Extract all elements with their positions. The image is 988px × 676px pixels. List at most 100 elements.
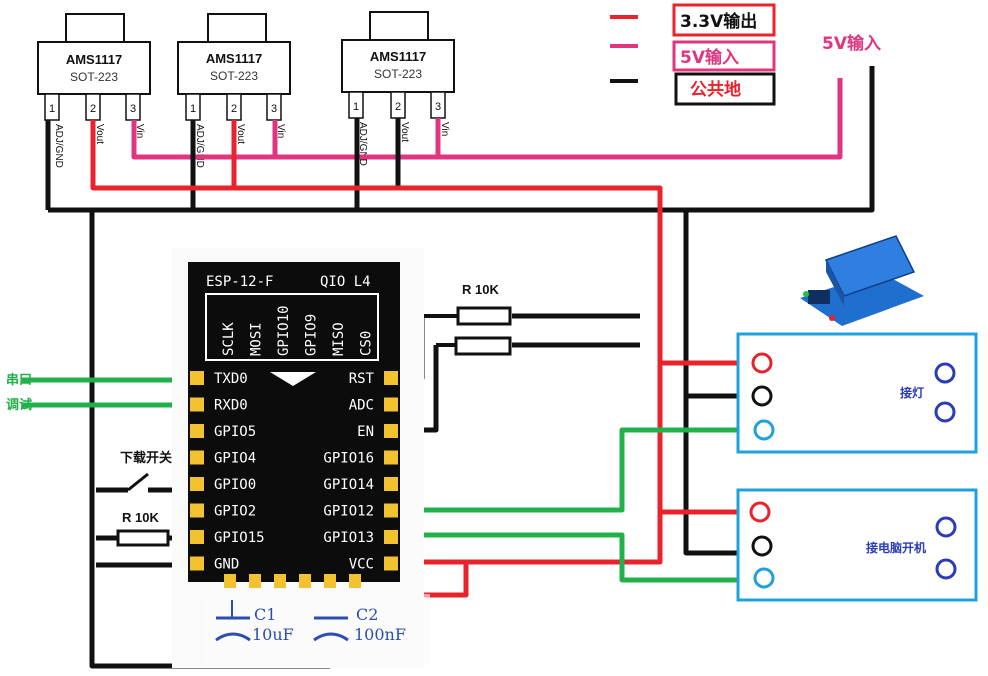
module-right-pin-label: RST: [349, 371, 375, 387]
module-right-pin-label: GPIO13: [323, 530, 374, 546]
serial-label-2: 调试: [6, 397, 32, 413]
regulator-1-package: SOT-223: [70, 70, 118, 84]
module-right-pin-label: ADC: [349, 398, 374, 414]
regulator-3: AMS1117 SOT-223 1 2 3: [341, 11, 455, 119]
legend: 3.3V输出 5V输入 公共地 5V输入: [610, 3, 881, 106]
input-5v-label: 5V输入: [822, 33, 881, 54]
module-left-pin-label: GPIO5: [214, 424, 256, 440]
module-right-pin-label: GPIO16: [323, 451, 374, 467]
legend-5v-input: 5V输入: [680, 47, 739, 68]
module-right-pin-label: VCC: [349, 557, 374, 573]
pin-num: 3: [271, 103, 277, 115]
module-top-pins: SCLK MOSI GPIO10 GPIO9 MISO CS0: [221, 305, 375, 356]
module-pad: [324, 574, 336, 588]
module-top-pin-label: GPIO9: [304, 314, 320, 356]
relay-box-2: 接电脑开机: [736, 488, 978, 602]
module-top-pin-label: CS0: [359, 331, 375, 356]
module-pad: [249, 574, 261, 588]
regulator-2: AMS1117 SOT-223 1 2 3: [177, 13, 291, 121]
module-pad: [190, 503, 204, 518]
module-left-pin-label: GPIO2: [214, 504, 256, 520]
module-top-pin-label: MOSI: [249, 322, 265, 356]
module-pad: [384, 424, 398, 438]
module-pad: [190, 477, 204, 491]
module-top-pin-label: SCLK: [221, 322, 237, 356]
resistor-left-label: R 10K: [122, 510, 159, 525]
regulator-2-package: SOT-223: [210, 69, 258, 83]
module-right-pin-label: EN: [357, 424, 374, 440]
pin-num: 3: [130, 103, 136, 115]
module-left-pin-label: GPIO4: [214, 451, 256, 467]
module-left-pin-label: TXD0: [214, 371, 248, 387]
download-switch-label: 下载开关: [120, 450, 172, 466]
download-switch-lever: [127, 472, 149, 492]
pin-label: ADJ/GND: [53, 124, 64, 168]
cap-2-name: C2: [356, 605, 378, 624]
module-top-pin-label: MISO: [331, 322, 347, 356]
module-pad: [384, 530, 398, 544]
pin-label: Vout: [399, 122, 410, 142]
pin-label: Vin: [439, 122, 450, 136]
wire-signals: [22, 377, 758, 583]
module-pad: [224, 574, 236, 588]
module-left-pin-label: RXD0: [214, 398, 248, 414]
pin-num: 1: [190, 103, 196, 115]
regulator-3-package: SOT-223: [374, 67, 422, 81]
module-pad: [190, 424, 204, 438]
regulator-2-name: AMS1117: [206, 51, 262, 66]
module-pad: [299, 574, 311, 588]
module-pad: [384, 371, 398, 385]
pin-label: Vin: [134, 124, 145, 138]
pin-num: 1: [353, 101, 359, 113]
module-pad: [190, 556, 204, 571]
wire-5v-input: [131, 78, 843, 160]
resistor-left: R 10K: [116, 510, 170, 547]
resistor-top-label: R 10K: [462, 282, 499, 297]
module-right-pin-label: GPIO14: [323, 477, 374, 493]
relay-1-label: 接灯: [900, 385, 924, 400]
module-pad: [384, 477, 398, 491]
module-pad: [349, 574, 361, 588]
module-pad: [190, 397, 204, 412]
module-pad: [384, 503, 398, 518]
regulator-1-name: AMS1117: [66, 52, 122, 67]
pin-num: 2: [231, 103, 237, 115]
pin-label: Vout: [94, 124, 105, 144]
serial-label-1: 串口: [6, 372, 32, 388]
relay-box-1: 接灯: [736, 332, 978, 454]
pin-label: Vout: [235, 124, 246, 144]
regulator-1: AMS1117 SOT-223 1 2 3: [37, 13, 151, 121]
pin-label: ADJ/GND: [194, 124, 205, 168]
pin-num: 2: [395, 101, 401, 113]
module-pad: [384, 450, 398, 465]
pin-num: 1: [49, 103, 55, 115]
module-tag: QIO L4: [320, 274, 371, 290]
cap-1-value: 10uF: [252, 625, 294, 644]
relay-module-icon: [800, 235, 924, 326]
relay-2-label: 接电脑开机: [866, 540, 926, 555]
capacitors: C1 10uF C2 100nF: [204, 594, 430, 664]
module-pad: [384, 556, 398, 571]
module-pad: [190, 530, 204, 544]
resistor-top: R 10K: [422, 282, 512, 356]
module-left-pin-label: GND: [214, 557, 239, 573]
pin-label: ADJ/GND: [357, 122, 368, 166]
module-pad: [190, 450, 204, 465]
module-right-pin-label: GPIO12: [323, 504, 374, 520]
module-bottom-pads: [224, 574, 361, 588]
pin-num: 2: [90, 103, 96, 115]
pin-label: Vin: [275, 124, 286, 138]
module-left-pin-label: GPIO15: [214, 530, 265, 546]
legend-common-ground: 公共地: [690, 79, 741, 100]
legend-3v3-output: 3.3V输出: [680, 11, 757, 32]
module-pad: [190, 371, 204, 385]
module-left-pin-label: GPIO0: [214, 477, 256, 493]
cap-1-name: C1: [254, 605, 276, 624]
cap-2-value: 100nF: [354, 625, 406, 644]
module-top-pin-label: GPIO10: [276, 305, 292, 356]
regulator-pin-labels: ADJ/GND Vout Vin ADJ/GND Vout Vin ADJ/GN…: [53, 122, 450, 168]
module-name: ESP-12-F: [206, 274, 273, 290]
